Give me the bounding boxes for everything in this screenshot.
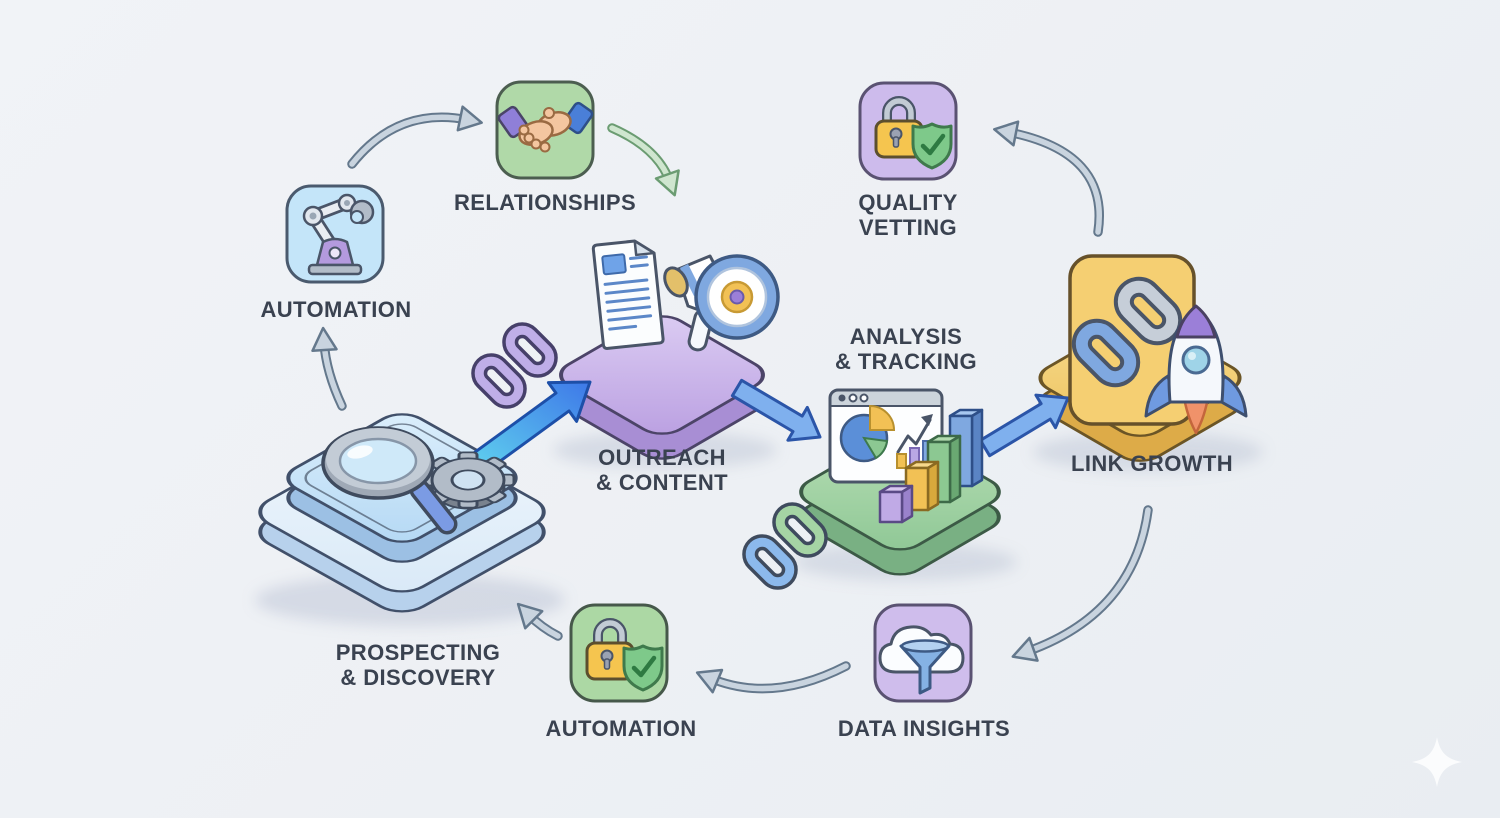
node-automation-top [285, 184, 385, 284]
sparkle-icon [1412, 737, 1462, 787]
label-prospecting-discovery: PROSPECTING & DISCOVERY [335, 640, 501, 690]
arrow-relationships-to-outreach [607, 123, 680, 197]
arrow-analysis-to-linkgrowth [978, 393, 1070, 458]
rocket-icon [1144, 304, 1248, 435]
isometric-bars-icon [878, 408, 984, 524]
cloud-funnel-icon [878, 625, 965, 695]
chain-link-green-icon [742, 502, 828, 590]
label-automation-bottom: AUTOMATION [545, 716, 697, 741]
arrow-linkgrowth-to-datainsights [1011, 505, 1153, 662]
node-automation-bottom [569, 603, 669, 703]
arrow-outreach-to-analysis [730, 378, 822, 442]
arrow-prospecting-to-automation [311, 326, 347, 411]
megaphone-icon [663, 254, 780, 352]
label-relationships: RELATIONSHIPS [453, 190, 637, 215]
label-quality-vetting: QUALITY VETTING [858, 190, 958, 240]
label-link-growth: LINK GROWTH [1070, 451, 1234, 476]
gear-icon [420, 451, 516, 510]
arrow-prospecting-to-outreach [464, 380, 592, 479]
chain-link-purple-icon [471, 322, 558, 409]
node-relationships [495, 80, 595, 180]
document-icon [591, 239, 665, 350]
chain-rocket-icon [1068, 254, 1248, 435]
node-quality-vetting [858, 81, 958, 181]
label-outreach-content: OUTREACH & CONTENT [596, 445, 728, 495]
arrow-datainsights-to-automation [695, 661, 851, 694]
arrow-automation-to-relationships [347, 105, 483, 169]
outreach-platform [559, 315, 765, 460]
label-analysis-tracking: ANALYSIS & TRACKING [834, 324, 978, 374]
robot-arm-icon [302, 193, 375, 276]
node-data-insights [873, 603, 973, 703]
label-automation-top: AUTOMATION [260, 297, 412, 322]
handshake-icon [497, 101, 594, 153]
magnifier-icon [321, 426, 458, 535]
label-data-insights: DATA INSIGHTS [837, 716, 1011, 741]
analytics-window-icon [828, 388, 944, 484]
arrow-automation-to-prospecting [516, 602, 563, 641]
arrow-linkgrowth-to-qualityvetting [993, 120, 1104, 237]
